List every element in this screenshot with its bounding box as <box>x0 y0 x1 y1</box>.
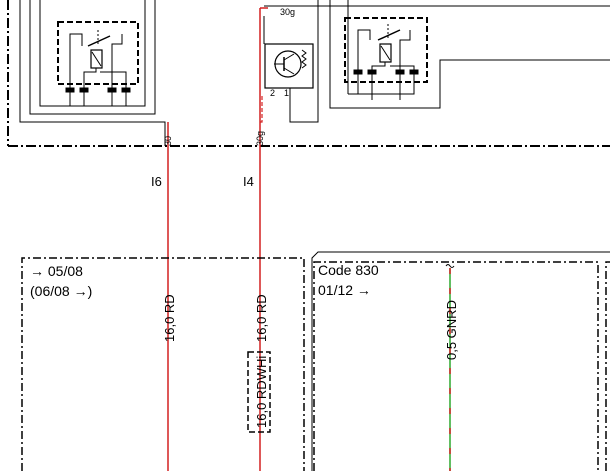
section-left-until: (06/08 →) <box>30 283 92 299</box>
wire-id-box <box>247 351 271 433</box>
section-code-date: 01/12 → <box>318 282 371 298</box>
wire-label-right: 16,0 RD <box>254 294 269 342</box>
red-wires <box>167 7 268 471</box>
transistor-pin-2: 2 <box>270 88 275 98</box>
right-relay <box>264 0 610 109</box>
terminal-label-30g: 30g <box>280 7 295 17</box>
transistor-pin-1: 1 <box>284 88 289 98</box>
wire-label-left: 16,0 RD <box>162 294 177 342</box>
green-red-wire <box>445 264 455 471</box>
section-left-from: → 05/08 <box>30 263 83 279</box>
pin-label-30g: 30g <box>255 131 265 146</box>
left-relay <box>19 0 166 146</box>
transistor-sensor <box>263 0 319 123</box>
connector-label-i4: I4 <box>243 174 254 189</box>
wire-label-right-alt: 16,0 RDWHi <box>254 356 269 428</box>
connector-label-i6: I6 <box>151 174 162 189</box>
section-code-label: Code 830 <box>318 262 379 278</box>
top-module-border <box>7 0 610 147</box>
pin-label-30: 30 <box>163 136 173 146</box>
bottom-sections <box>21 251 610 471</box>
wire-label-green: 0,5 GNRD <box>444 300 459 360</box>
